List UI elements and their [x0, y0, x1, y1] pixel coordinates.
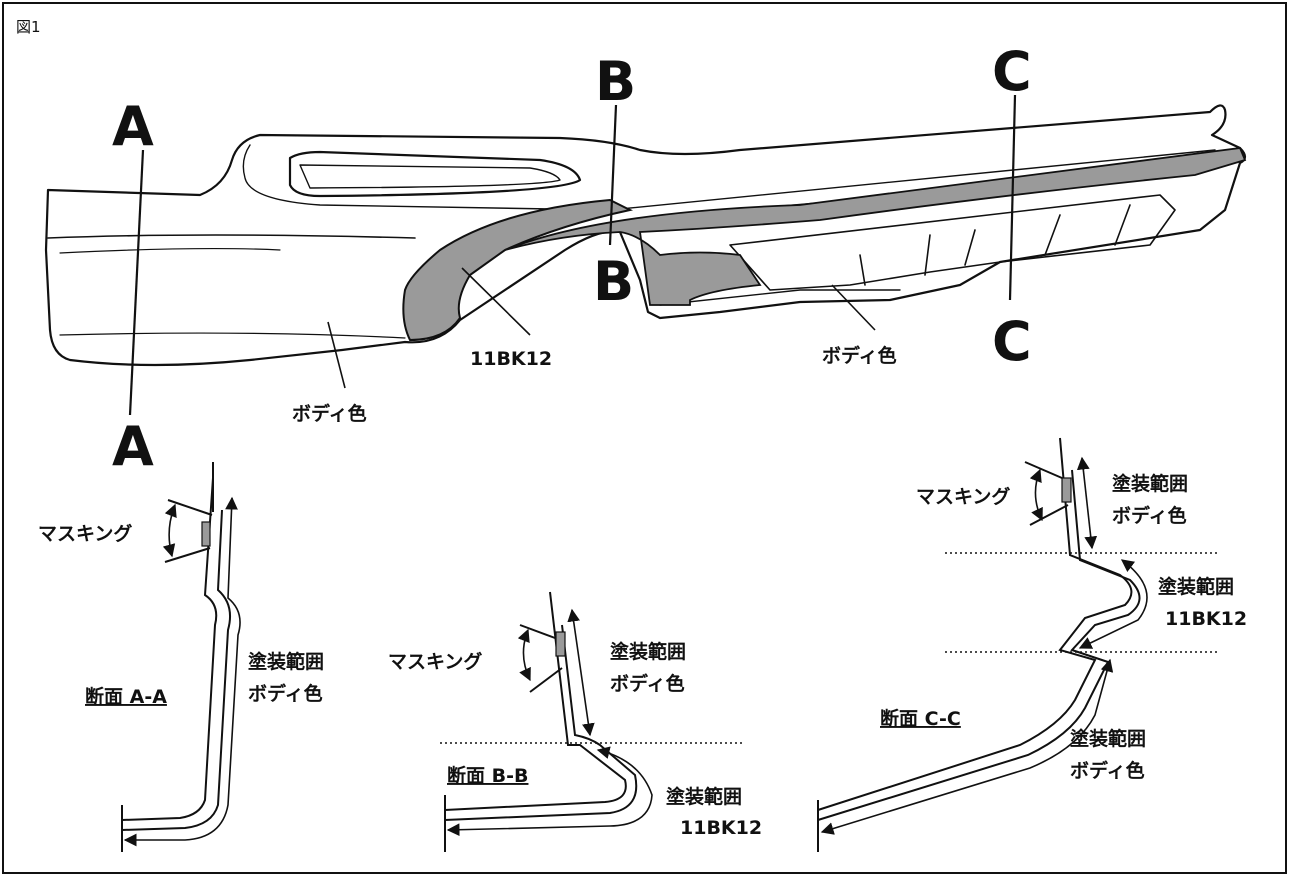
leader-11bk12	[461, 267, 531, 336]
callout-body-color-right: ボディ色	[822, 344, 897, 367]
black-left-flare	[402, 198, 633, 342]
section-cc-bottom-paint-range: 塗装範囲	[1070, 727, 1146, 750]
section-aa-mask-dimension	[162, 503, 177, 558]
marker-b-bottom: B	[593, 250, 634, 313]
section-bb-mask-ext-top	[519, 624, 556, 639]
section-bb-lower-paint-range: 塗装範囲	[666, 785, 742, 808]
cut-line-c	[1008, 94, 1017, 301]
section-aa-masking-block	[201, 521, 211, 547]
section-aa-paint-range: 塗装範囲	[248, 650, 324, 673]
section-cc-top-paint-range: 塗装範囲	[1112, 472, 1188, 495]
section-bb-lower-paint-arrow	[446, 746, 653, 837]
diffuser-fin-4	[1044, 214, 1061, 256]
upper-body-line	[242, 144, 611, 211]
cut-line-b	[608, 104, 618, 246]
rear-bumper-illustration	[44, 104, 1247, 367]
section-aa-paint-color: ボディ色	[248, 682, 323, 705]
reflector-recess	[288, 150, 582, 198]
diffuser-body	[729, 194, 1176, 291]
section-cc-masking-block	[1061, 477, 1072, 503]
section-bb-inner	[444, 624, 638, 821]
marker-c-bottom: C	[992, 310, 1032, 373]
section-bb-upper-paint-arrow	[567, 608, 595, 737]
figure-label: 図1	[16, 18, 41, 36]
section-cc-mask-ext-bottom	[1029, 504, 1069, 526]
section-cut-lines	[128, 94, 1017, 416]
marker-a-bottom: A	[112, 415, 154, 478]
section-bb-masking-label: マスキング	[388, 650, 482, 673]
section-cc-bottom-paint-arrow	[820, 658, 1114, 835]
section-bb-masking-block	[555, 631, 566, 657]
black-painted-parts	[402, 147, 1247, 342]
callout-body-color-left: ボディ色	[292, 402, 367, 425]
reflector-inner	[299, 164, 561, 189]
black-center-strip	[504, 147, 1247, 306]
section-bb-upper-paint-range: 塗装範囲	[610, 640, 686, 663]
section-aa: マスキング 塗装範囲 ボディ色 断面 A-A	[38, 462, 324, 852]
section-cc-masking-label: マスキング	[916, 485, 1010, 508]
diffuser-fin-1	[859, 254, 866, 286]
marker-b-top: B	[595, 50, 636, 113]
right-crease-line	[609, 149, 1216, 211]
section-bb-lower-paint-color: 11BK12	[680, 817, 762, 839]
section-cc-top-paint-color: ボディ色	[1112, 504, 1187, 527]
lower-lip-line	[659, 289, 901, 306]
marker-a-top: A	[112, 95, 154, 158]
section-cc-title: 断面 C-C	[880, 707, 961, 730]
cut-line-a	[128, 149, 145, 416]
diffuser-fin-3	[964, 229, 976, 266]
left-character-line	[47, 234, 416, 239]
left-character-line-2	[59, 247, 281, 254]
left-lower-line	[59, 332, 406, 339]
section-aa-paint-arrow	[123, 496, 241, 847]
section-bb-mask-dimension	[517, 628, 531, 682]
section-cc-mid-paint-arrow	[1078, 559, 1148, 649]
callout-leaders	[327, 267, 876, 389]
section-cc-mid-paint-color: 11BK12	[1165, 608, 1247, 630]
bumper-outline	[44, 104, 1247, 367]
section-cc-mask-ext-top	[1024, 461, 1063, 479]
section-cc-bottom-paint-color: ボディ色	[1070, 759, 1145, 782]
section-aa-title: 断面 A-A	[85, 685, 167, 708]
section-cc: マスキング 塗装範囲 ボディ色 塗装範囲 11BK12 塗装範囲 ボディ色 断面…	[817, 437, 1247, 852]
marker-c-top: C	[992, 40, 1032, 103]
section-aa-masking-label: マスキング	[38, 522, 132, 545]
section-bb: マスキング 塗装範囲 ボディ色 塗装範囲 11BK12 断面 B-B	[388, 591, 762, 852]
callout-11bk12: 11BK12	[470, 348, 552, 370]
section-bb-upper-paint-color: ボディ色	[610, 672, 685, 695]
leader-body-color-right	[831, 284, 876, 331]
leader-body-color-left	[327, 321, 346, 389]
diffuser-fin-2	[924, 234, 931, 276]
section-bb-mask-ext-bottom	[529, 667, 563, 693]
section-cc-top-paint-arrow	[1076, 456, 1098, 550]
section-cc-mid-paint-range: 塗装範囲	[1158, 575, 1234, 598]
section-bb-title: 断面 B-B	[447, 764, 528, 787]
section-cc-mask-dimension	[1029, 468, 1043, 522]
diffuser-fin-5	[1114, 204, 1131, 246]
